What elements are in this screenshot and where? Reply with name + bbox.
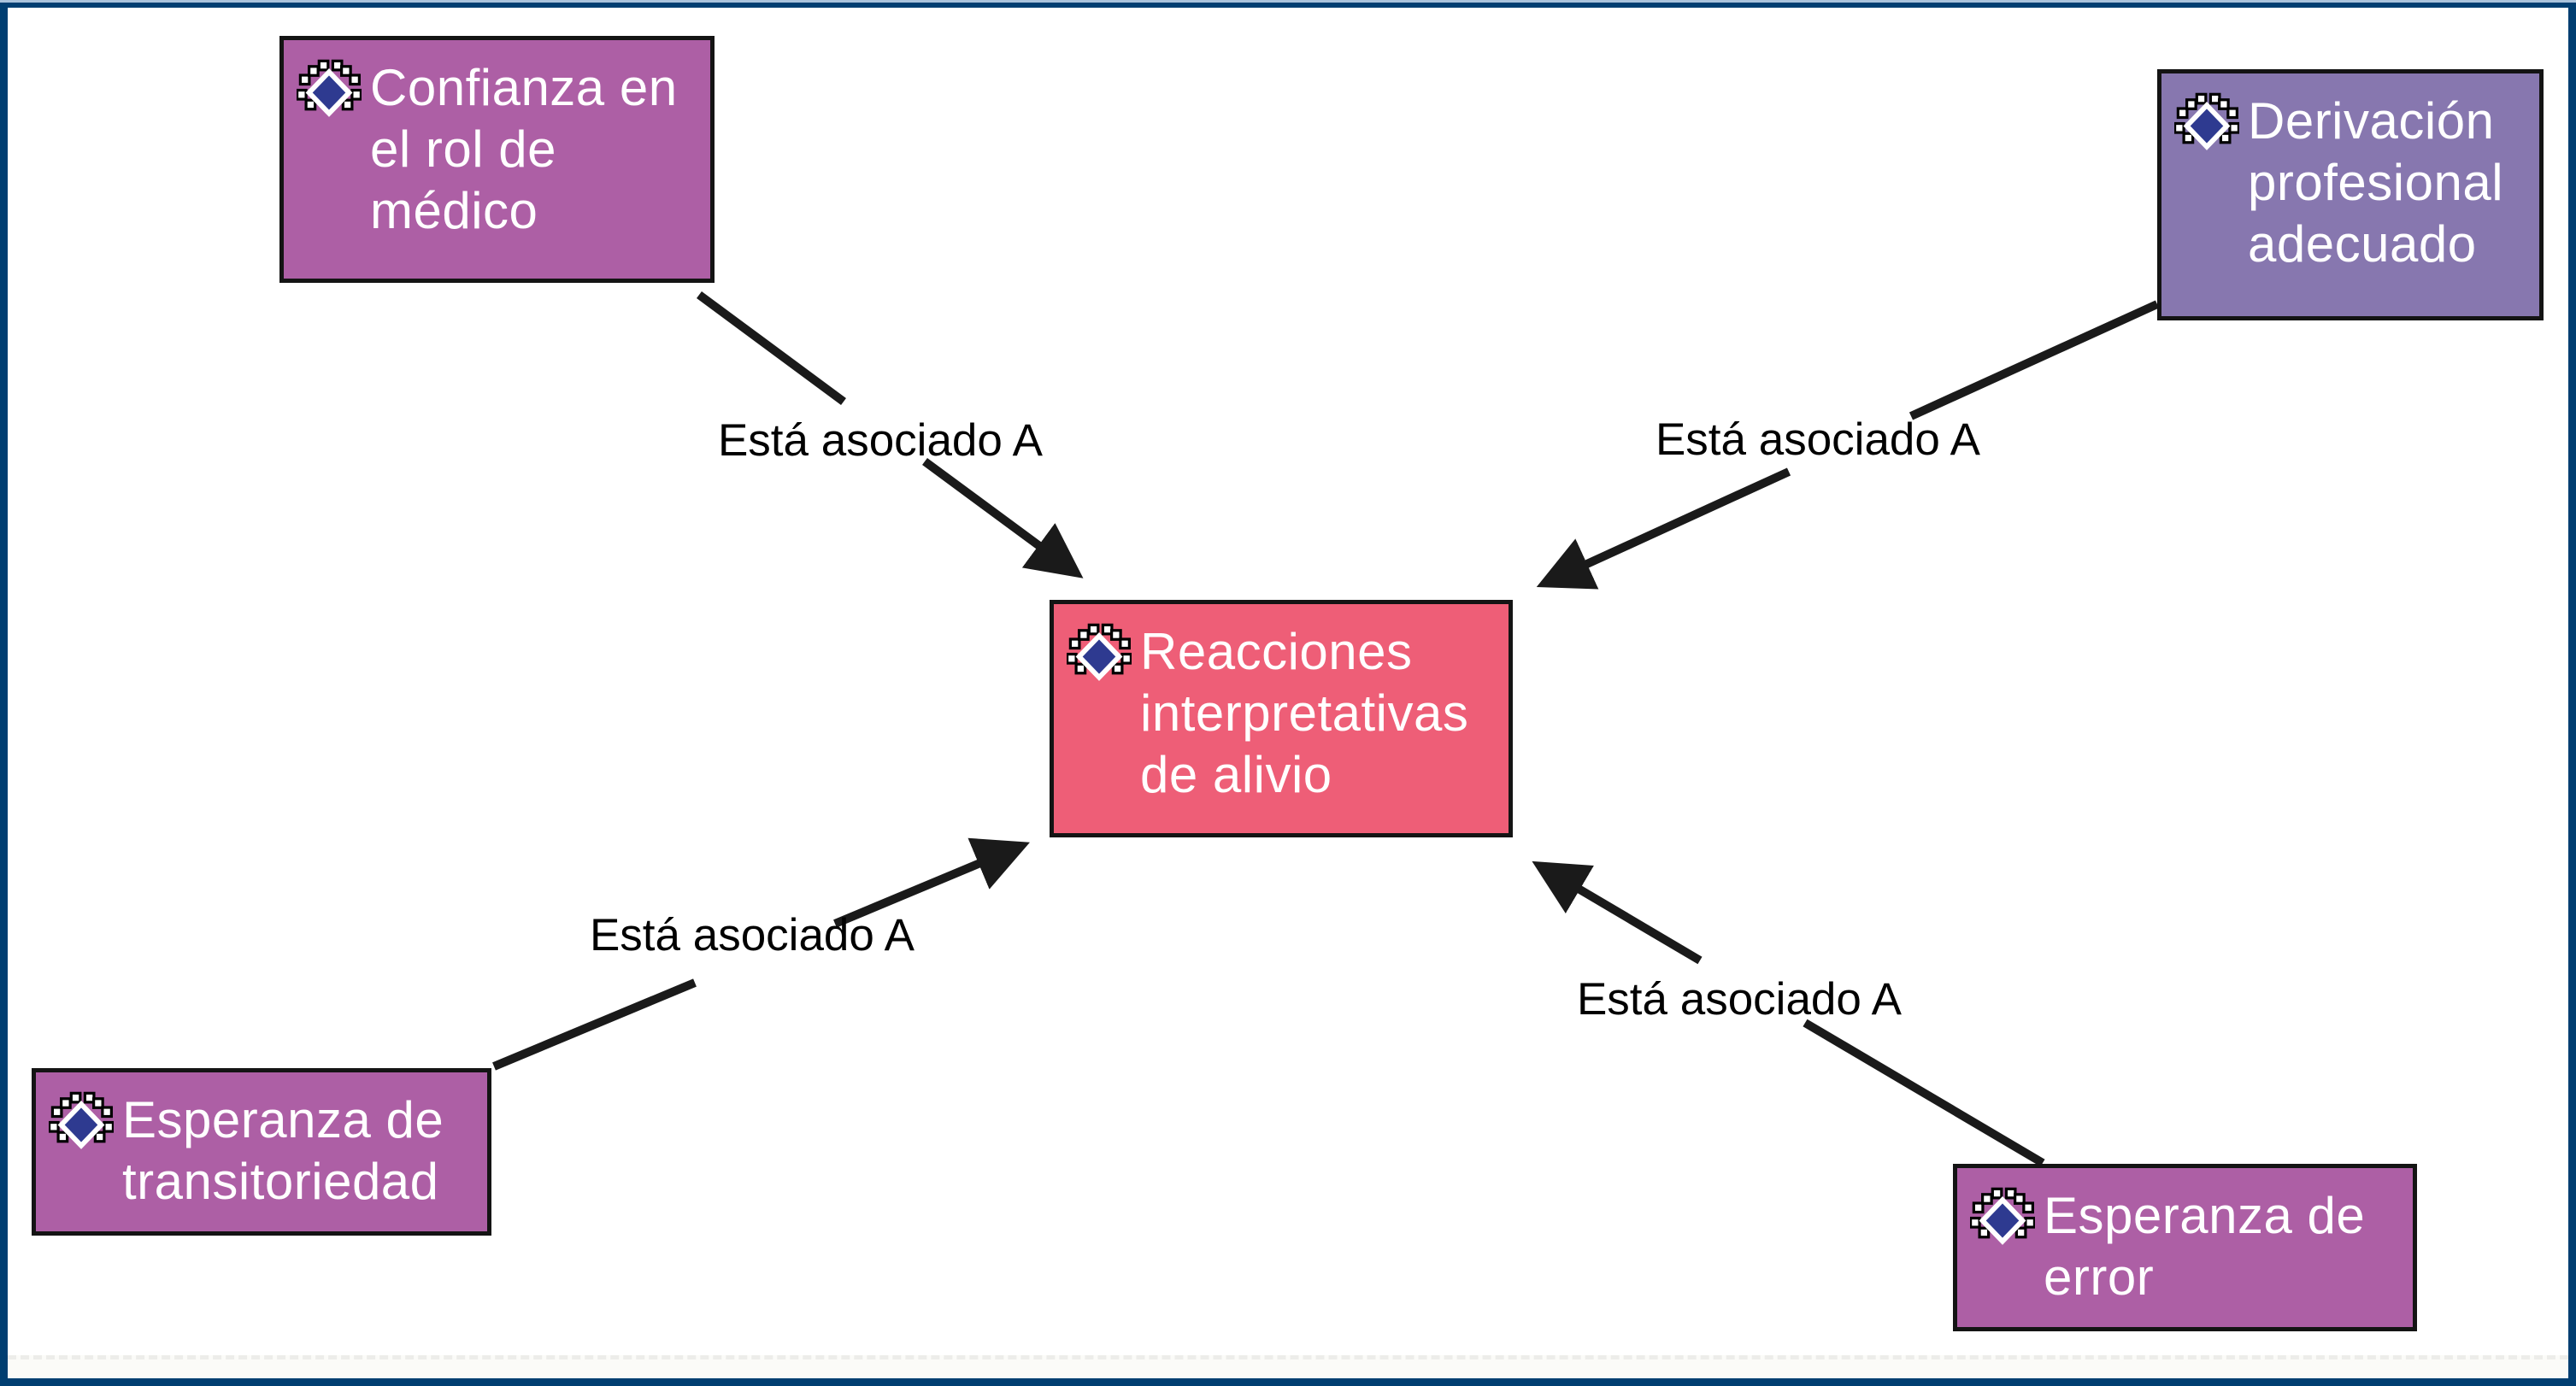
edge-label[interactable]: Está asociado A — [717, 415, 1044, 466]
code-diamond-icon — [1067, 623, 1132, 681]
edge-label[interactable]: Está asociado A — [1655, 414, 1981, 465]
edge-arrow-confianza-to-reacciones[interactable] — [697, 291, 1084, 578]
node-label: Derivación profesional adecuado — [2248, 92, 2504, 273]
code-node-reacciones-alivio[interactable]: Reacciones interpretativas de alivio — [1050, 600, 1513, 837]
node-label: Reacciones interpretativas de alivio — [1140, 623, 1469, 803]
code-diamond-icon — [2174, 92, 2239, 150]
node-label: Esperanza de transitoriedad — [122, 1091, 444, 1210]
node-label: Esperanza de error — [2044, 1187, 2366, 1306]
edge-label[interactable]: Está asociado A — [1576, 974, 1903, 1025]
page-break-dashed-line — [8, 1355, 2568, 1383]
edge-label[interactable]: Está asociado A — [589, 910, 915, 960]
edge-arrow-esperanza-transitoriedad-to-reacciones[interactable] — [492, 837, 1030, 1071]
edge-arrow-derivacion-to-reacciones[interactable] — [1536, 300, 2160, 590]
node-label: Confianza en el rol de médico — [370, 59, 678, 239]
code-diamond-icon — [49, 1091, 114, 1149]
code-node-esperanza-transitoriedad[interactable]: Esperanza de transitoriedad — [32, 1068, 491, 1236]
edge-arrow-esperanza-error-to-reacciones[interactable] — [1532, 860, 2045, 1167]
code-node-confianza-rol-medico[interactable]: Confianza en el rol de médico — [279, 36, 715, 283]
code-node-esperanza-error[interactable]: Esperanza de error — [1953, 1164, 2417, 1331]
code-node-derivacion-profesional[interactable]: Derivación profesional adecuado — [2157, 69, 2544, 320]
code-diamond-icon — [297, 59, 362, 117]
code-diamond-icon — [1970, 1187, 2035, 1245]
window-top-edge — [0, 0, 2576, 3]
